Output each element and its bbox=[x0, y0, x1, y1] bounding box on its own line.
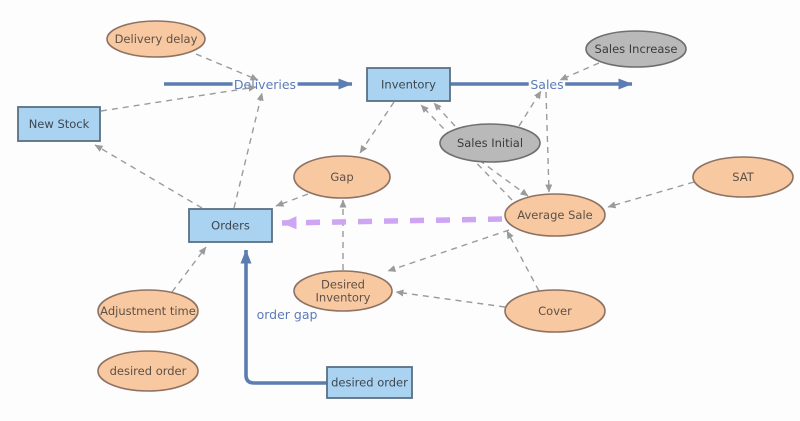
node-desired-order-var[interactable]: desired order bbox=[97, 350, 199, 392]
node-gap[interactable]: Gap bbox=[293, 155, 391, 199]
desired-order-box-shape[interactable] bbox=[326, 366, 413, 399]
edge-sat-to-average-sale[interactable] bbox=[607, 181, 695, 209]
edge-cover-to-average-sale[interactable] bbox=[506, 230, 540, 292]
edge-sales-increase-to-sales-valve[interactable] bbox=[559, 62, 600, 81]
edge-adjustment-time-to-orders[interactable] bbox=[171, 246, 207, 293]
node-adjustment-time[interactable]: Adjustment time bbox=[97, 289, 199, 333]
edge-average-sale-to-desired-inventory[interactable] bbox=[387, 229, 510, 272]
sales-initial-shape[interactable] bbox=[439, 123, 541, 163]
node-cover[interactable]: Cover bbox=[504, 289, 606, 333]
sat-shape[interactable] bbox=[692, 156, 794, 198]
average-sale-shape[interactable] bbox=[504, 193, 606, 237]
node-average-sale[interactable]: Average Sale bbox=[504, 193, 606, 237]
sales-increase-shape[interactable] bbox=[585, 30, 687, 68]
edge-gap-to-orders[interactable] bbox=[275, 193, 309, 207]
adjustment-time-shape[interactable] bbox=[97, 289, 199, 333]
delivery-delay-shape[interactable] bbox=[106, 20, 206, 58]
node-new-stock[interactable]: New Stock bbox=[17, 106, 101, 142]
node-desired-order-box[interactable]: desired order bbox=[326, 366, 413, 399]
flow-label-order-gap-flow: order gap bbox=[257, 307, 318, 322]
edge-inventory-to-gap[interactable] bbox=[359, 101, 395, 154]
edge-new-stock-to-deliveries-valve[interactable] bbox=[100, 84, 257, 112]
inventory-shape[interactable] bbox=[366, 67, 451, 102]
node-inventory[interactable]: Inventory bbox=[366, 67, 451, 102]
edge-orders-to-deliveries-valve[interactable] bbox=[233, 92, 264, 209]
orders-shape[interactable] bbox=[188, 208, 273, 243]
flow-order-gap-flow[interactable] bbox=[240, 249, 327, 385]
edge-sales-initial-to-inventory[interactable] bbox=[433, 102, 456, 127]
edge-orders-to-new-stock[interactable] bbox=[94, 144, 203, 209]
desired-order-var-shape[interactable] bbox=[97, 350, 199, 392]
flow-label-deliveries-flow: Deliveries bbox=[234, 77, 296, 92]
node-sat[interactable]: SAT bbox=[692, 156, 794, 198]
edge-delivery-delay-to-deliveries-valve[interactable] bbox=[195, 53, 259, 81]
new-stock-shape[interactable] bbox=[17, 106, 101, 142]
edge-sales-valve-to-average-sale[interactable] bbox=[545, 91, 553, 193]
node-sales-increase[interactable]: Sales Increase bbox=[585, 30, 687, 68]
edge-sales-initial-to-sales-valve[interactable] bbox=[518, 90, 542, 127]
node-orders[interactable]: Orders bbox=[188, 208, 273, 243]
gap-shape[interactable] bbox=[293, 155, 391, 199]
edge-average-sale-to-orders[interactable] bbox=[281, 216, 503, 230]
desired-inventory-shape[interactable] bbox=[293, 270, 393, 312]
flow-label-sales-flow: Sales bbox=[530, 77, 563, 92]
edge-cover-to-desired-inventory[interactable] bbox=[395, 289, 506, 308]
node-delivery-delay[interactable]: Delivery delay bbox=[106, 20, 206, 58]
node-sales-initial[interactable]: Sales Initial bbox=[439, 123, 541, 163]
cover-shape[interactable] bbox=[504, 289, 606, 333]
